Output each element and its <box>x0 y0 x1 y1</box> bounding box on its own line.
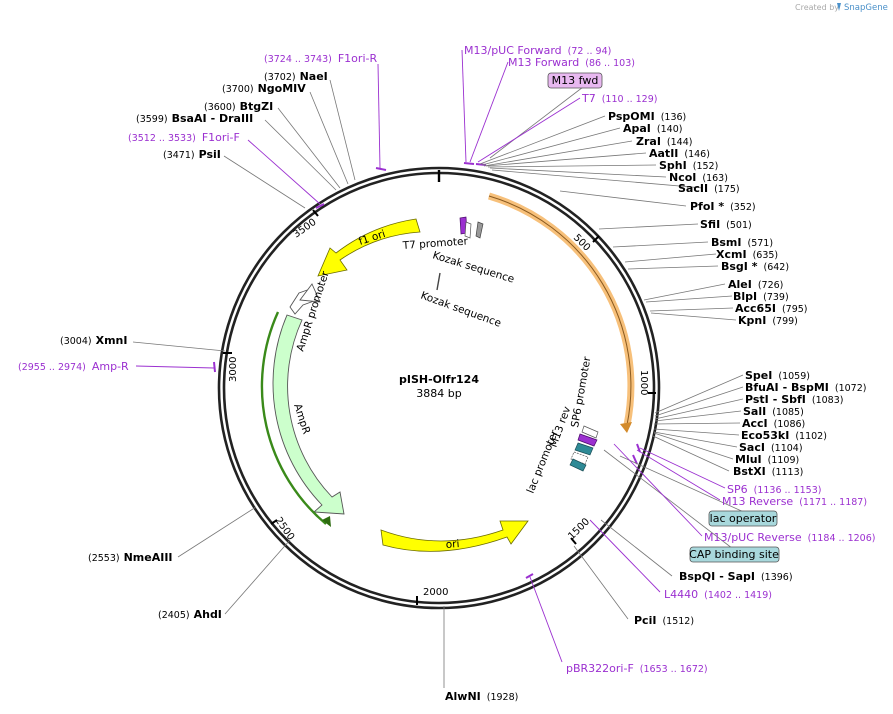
tick-label-1000: 1000 <box>638 370 649 395</box>
site-zrai: ZraI(144) <box>636 135 692 148</box>
kozak-label-2: Kozak sequence <box>419 290 503 330</box>
ampr-outline-arrowhead <box>322 516 331 527</box>
t7-promoter-label: T7 promoter <box>401 235 469 252</box>
primer-amp-r: (2955 .. 2974)Amp-R <box>18 360 129 373</box>
site-bfuai-bspmi: BfuAI- BspMI(1072) <box>745 381 866 394</box>
ampr-outline-arc <box>260 311 327 525</box>
primer-f1ori-f: (3512 .. 3533)F1ori-F <box>128 131 240 144</box>
site-acci: AccI(1086) <box>742 417 805 430</box>
site-pcii: PciI(1512) <box>634 614 694 627</box>
site-psti-sbfi: PstI- SbfI(1083) <box>745 393 843 406</box>
primer-m13-puc-reverse: M13/pUC Reverse(1184 .. 1206) <box>704 531 875 544</box>
tick-label-2000: 2000 <box>423 587 448 598</box>
leader-lines-right <box>479 83 758 556</box>
site-xcmi: XcmI(635) <box>716 248 778 261</box>
kozak-mark-1 <box>464 221 472 239</box>
lac-operator-mark <box>574 442 594 456</box>
site-naei: (3702)NaeI <box>264 70 328 83</box>
site-sali: SalI(1085) <box>743 405 804 418</box>
credit-text: Created by <box>795 3 839 12</box>
ori-arrow <box>380 520 529 552</box>
site-alwni: AlwNI(1928) <box>445 690 518 703</box>
lac-promoter-mark <box>570 451 589 465</box>
site-bspqi-sapi: BspQI- SapI(1396) <box>679 570 793 583</box>
cap-site-label: CAP binding site <box>689 548 779 561</box>
site-bsgi: BsgI *(642) <box>721 260 789 273</box>
primer-t7: T7(110 .. 129) <box>581 92 657 105</box>
site-acc65i: Acc65I(795) <box>735 302 808 315</box>
kozak-label-1: Kozak sequence <box>431 249 516 285</box>
lac-promoter-label: lac promoter <box>525 428 562 495</box>
primer-m13-puc-forward: M13/pUC Forward(72 .. 94) <box>464 44 611 57</box>
primer-f1ori-r: (3724 .. 3743)F1ori-R <box>264 52 377 65</box>
plasmid-name: pISH-Olfr124 <box>399 373 479 386</box>
kozak-mark-3 <box>436 272 441 291</box>
tick-label-3000: 3000 <box>228 357 239 382</box>
site-pspomi: PspOMI(136) <box>608 110 686 123</box>
primer-pbr322ori-f: pBR322ori-F(1653 .. 1672) <box>566 662 708 675</box>
f1-ori-label: f1 ori <box>357 228 387 248</box>
cap-site-mark <box>569 458 587 472</box>
site-pfoi: PfoI *(352) <box>690 200 756 213</box>
site-kpni: KpnI(799) <box>738 314 798 327</box>
site-saci: SacI(1104) <box>739 441 803 454</box>
lac-operator-label: lac operator <box>710 512 777 525</box>
site-nmeaiii: (2553)NmeAIII <box>88 551 173 564</box>
site-bsmi: BsmI(571) <box>711 236 773 249</box>
backbone-outer <box>217 166 661 610</box>
orf-arc-core <box>488 195 632 426</box>
site-ncoi: NcoI(163) <box>669 171 728 184</box>
site-ngomiv: (3700)NgoMIV <box>222 82 306 95</box>
site-blpi: BlpI(739) <box>733 290 789 303</box>
site-aatii: AatII(146) <box>649 147 710 160</box>
site-bsaai-draiii: (3599)BsaAI- DraIII <box>136 112 253 125</box>
site-apai: ApaI(140) <box>623 122 682 135</box>
orf-arrowhead <box>620 422 632 433</box>
site-sacii: SacII(175) <box>678 182 740 195</box>
kozak-mark-2 <box>475 221 484 239</box>
site-sfii: SfiI(501) <box>700 218 752 231</box>
sp6-promoter-mark <box>581 425 599 439</box>
sp6-promoter-label: SP6 promoter <box>569 355 593 428</box>
tick-label-1500: 1500 <box>566 516 592 542</box>
primer-sp6: SP6(1136 .. 1153) <box>727 483 821 496</box>
tick-marks <box>223 209 656 605</box>
site-btgzi: (3600)BtgZI <box>204 100 273 113</box>
cap-site-box <box>689 546 780 563</box>
m13-rev-mark <box>577 433 598 447</box>
site-mlui: MluI(1109) <box>735 453 799 466</box>
site-alei: AleI(726) <box>728 278 783 291</box>
snapgene-logo-icon <box>837 3 841 11</box>
site-bstxi: BstXI(1113) <box>733 465 803 478</box>
site-eco53ki: Eco53kI(1102) <box>741 429 827 442</box>
leader-lines-left <box>132 79 673 688</box>
site-xmni: (3004)XmnI <box>60 334 127 347</box>
primer-l4440: L4440(1402 .. 1419) <box>664 588 772 601</box>
site-ahdi: (2405)AhdI <box>158 608 222 621</box>
site-psii: (3471)PsiI <box>163 148 221 161</box>
ori-label: ori <box>445 538 459 551</box>
site-spei: SpeI(1059) <box>745 369 810 382</box>
leader-lines-primers <box>135 49 726 663</box>
site-sphi: SphI(152) <box>659 159 718 172</box>
lac-operator-box <box>708 510 778 527</box>
orf-arc <box>488 192 635 426</box>
primer-m13-reverse: M13 Reverse(1171 .. 1187) <box>722 495 867 508</box>
plasmid-length: 3884 bp <box>416 387 461 400</box>
m13-fwd-label: M13 fwd <box>552 74 599 87</box>
credit-brand: SnapGene <box>844 3 888 13</box>
ampr-arrow <box>272 314 345 515</box>
primer-marks <box>213 162 641 579</box>
primer-m13-forward: M13 Forward(86 .. 103) <box>508 56 635 69</box>
ampr-promoter-arrowhead <box>299 283 321 303</box>
f1-ori-arrow <box>317 218 421 277</box>
ampr-promoter-label: AmpR promoter <box>294 269 331 353</box>
m13-fwd-box <box>547 72 603 89</box>
ampr-label: AmpR <box>291 402 312 436</box>
